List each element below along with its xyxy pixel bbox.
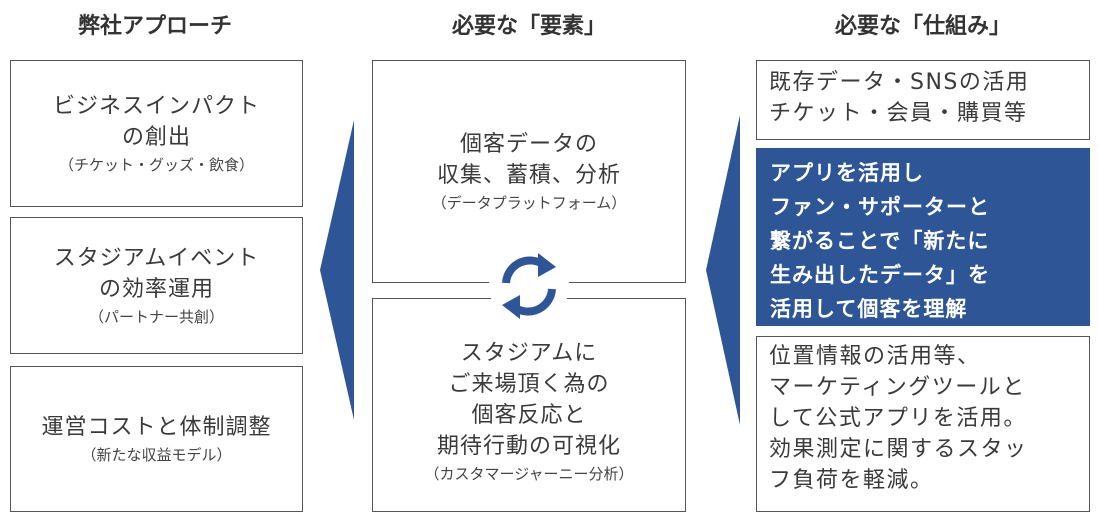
element-box-journey: スタジアムに ご来場頂く為の 個客反応と 期待行動の可視化 （カスタマージャーニ… xyxy=(372,298,686,512)
mechanism-box-line: マーケティングツールと xyxy=(769,375,1026,400)
approach-box-sub: （チケット・グッズ・飲食） xyxy=(58,155,254,174)
element-box-line: 個客反応と xyxy=(471,403,587,428)
mechanism-box-line: 効果測定に関するスタッ xyxy=(769,437,1028,462)
highlight-line: 繋がることで「新たに xyxy=(770,229,990,253)
mechanism-header: 必要な「仕組み」 xyxy=(834,14,1011,39)
mechanism-box-line: して公式アプリを活用。 xyxy=(769,406,1027,431)
element-box-sub: （カスタマージャーニー分析） xyxy=(424,465,634,483)
mechanism-box-line: 位置情報の活用等、 xyxy=(769,344,981,369)
elements-header: 必要な「要素」 xyxy=(451,14,606,39)
refresh-cycle-icon xyxy=(489,246,569,326)
highlight-line: ファン・サポーターと xyxy=(770,195,990,219)
element-box-sub: （データプラットフォーム） xyxy=(431,193,627,212)
highlight-line: 活用して個客を理解 xyxy=(770,297,968,321)
approach-box-operating-cost: 運営コストと体制調整 （新たな収益モデル） xyxy=(10,366,303,512)
mechanism-highlight-box: アプリを活用し ファン・サポーターと 繋がることで「新たに 生み出したデータ」を… xyxy=(756,148,1090,326)
approach-box-business-impact: ビジネスインパクト の創出 （チケット・グッズ・飲食） xyxy=(10,60,303,207)
element-box-line: ご来場頂く為の xyxy=(448,372,610,397)
left-arrow-shape-2 xyxy=(706,115,740,425)
element-box-line: 個客データの xyxy=(459,131,598,157)
approach-box-line: 運営コストと体制調整 xyxy=(41,414,272,440)
approach-box-line: の創出 xyxy=(121,124,191,150)
mechanism-box-line: チケット・会員・購買等 xyxy=(769,101,1028,126)
element-box-line: スタジアムに xyxy=(460,341,598,366)
approach-box-stadium-event: スタジアムイベント の効率運用 （パートナー共創） xyxy=(10,217,303,354)
mechanism-box-existing-data: 既存データ・SNSの活用 チケット・会員・購買等 xyxy=(756,60,1090,140)
approach-box-line: の効率運用 xyxy=(98,276,214,302)
approach-box-line: ビジネスインパクト xyxy=(52,93,260,119)
element-box-line: 収集、蓄積、分析 xyxy=(436,162,621,188)
mechanism-box-line: フ負荷を軽減。 xyxy=(769,468,934,493)
approach-box-line: スタジアムイベント xyxy=(53,245,260,271)
element-box-line: 期待行動の可視化 xyxy=(436,434,621,459)
left-arrow-shape xyxy=(320,120,354,420)
mechanism-box-line: 既存データ・SNSの活用 xyxy=(769,70,1030,95)
element-box-data: 個客データの 収集、蓄積、分析 （データプラットフォーム） xyxy=(372,60,686,283)
mechanism-box-app: 位置情報の活用等、 マーケティングツールと して公式アプリを活用。 効果測定に関… xyxy=(756,336,1090,512)
highlight-line: 生み出したデータ」を xyxy=(770,263,990,287)
approach-header: 弊社アプローチ xyxy=(77,14,232,39)
highlight-line: アプリを活用し xyxy=(770,161,924,185)
approach-box-sub: （パートナー共創） xyxy=(88,307,224,326)
approach-box-sub: （新たな収益モデル） xyxy=(81,445,232,464)
